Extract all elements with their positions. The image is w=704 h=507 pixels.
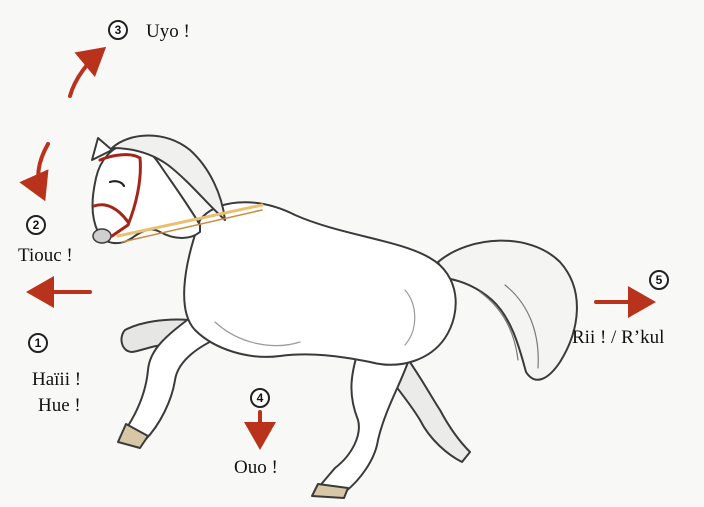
horse-hind-leg-near — [318, 345, 408, 492]
label-5: Rii ! / R’kul — [572, 328, 664, 347]
horse-tail — [438, 241, 577, 380]
marker-3: 3 — [108, 20, 128, 40]
horse-illustration — [92, 136, 577, 499]
horse-muzzle — [93, 229, 111, 243]
marker-1: 1 — [28, 333, 48, 353]
label-3: Uyo ! — [146, 22, 190, 41]
label-4: Ouo ! — [234, 458, 278, 477]
horse-body — [184, 202, 456, 364]
arrow-down-curve-icon — [38, 144, 48, 194]
marker-5: 5 — [649, 270, 669, 290]
label-2: Tiouc ! — [18, 246, 73, 265]
label-1-line1: Haïii ! — [32, 370, 81, 389]
arrow-up-right-icon — [70, 52, 100, 96]
label-1-line2: Hue ! — [38, 396, 81, 415]
marker-2: 2 — [26, 215, 46, 235]
marker-4: 4 — [250, 388, 270, 408]
